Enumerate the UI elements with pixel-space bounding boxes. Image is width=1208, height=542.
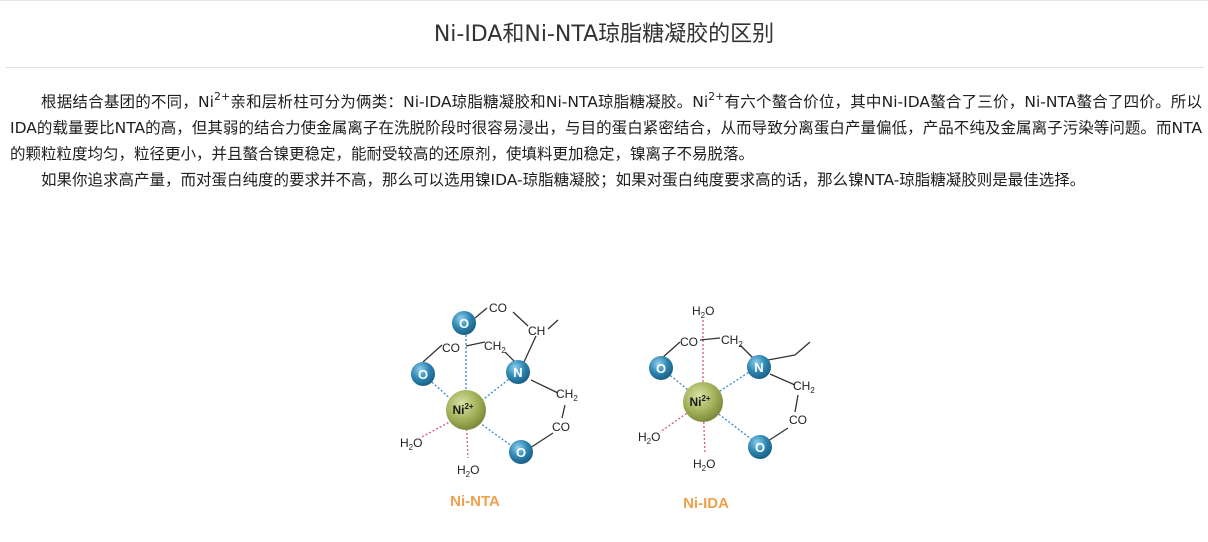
ni-nta-ch: CH: [528, 324, 545, 338]
ni-ida-ch2-top-sub: 2: [738, 340, 743, 349]
ni-ida-oxygen-left: [649, 356, 673, 380]
ni-ida-oxygen-left-label: O: [656, 361, 666, 376]
ni-nta-co-right: CO: [552, 420, 570, 434]
ni-ida-water-top-h: H: [692, 304, 701, 318]
ni-nta-water-bottom-sub: 2: [466, 470, 471, 479]
ni-ida-ch2-right: CH: [793, 379, 810, 393]
ni-nta-water-left-o: O: [413, 436, 422, 450]
svg-text:Ni2+: Ni2+: [689, 394, 710, 409]
ni-ida-skeleton: [661, 337, 811, 442]
svg-text:CO: CO: [552, 420, 570, 434]
ni-ida-water-bottom-sub: 2: [702, 464, 707, 473]
ni-ida-water-left-o: O: [651, 430, 660, 444]
ni-nta-water-left-h: H: [400, 436, 409, 450]
ni-ida-ch2-top: CH: [721, 333, 738, 347]
ni-ida-water-top-sub: 2: [701, 311, 706, 320]
page-title: Ni-IDA和Ni-NTA琼脂糖凝胶的区别: [433, 22, 775, 47]
superscript-charge-2: 2+: [708, 90, 725, 103]
ni-ida-water-left-h: H: [638, 430, 647, 444]
paragraph-2: 如果你追求高产量，而对蛋白纯度的要求并不高，那么可以选用镍IDA-琼脂糖凝胶；如…: [41, 171, 1086, 189]
article-body: 根据结合基团的不同，Ni2+亲和层析柱可分为俩类：Ni-IDA琼脂糖凝胶和Ni-…: [10, 89, 1202, 193]
ni-nta-nickel-charge: 2+: [464, 402, 473, 411]
ni-nta-oxygen-left-label: O: [418, 367, 428, 382]
ni-nta-caption: Ni-NTA: [450, 493, 500, 510]
ni-ida-nitrogen-label: N: [754, 360, 763, 375]
ni-nta-oxygen-bottom: [509, 440, 533, 464]
ni-ida-structure: H2O CO CH2 CH2 CO H2O H2O O N O Ni2+ Ni-…: [638, 304, 815, 512]
svg-text:CO: CO: [789, 413, 807, 427]
chelation-diagram: CO CH CO CH2 CH2 CO H2O H2O O O N: [400, 301, 815, 512]
svg-text:CH2: CH2: [484, 339, 506, 355]
ni-nta-water-bottom-h: H: [457, 463, 466, 477]
ni-ida-co-left: CO: [680, 335, 698, 349]
svg-text:Ni2+: Ni2+: [452, 402, 473, 417]
svg-text:CO: CO: [442, 341, 460, 355]
ni-nta-nitrogen: [506, 360, 530, 384]
ni-nta-nitrogen-label: N: [513, 365, 522, 380]
ni-ida-co-right: CO: [789, 413, 807, 427]
paragraph-1: 根据结合基团的不同，Ni2+亲和层析柱可分为俩类：Ni-IDA琼脂糖凝胶和Ni-…: [10, 89, 1202, 167]
ni-nta-nickel: [446, 390, 486, 430]
ni-nta-oxygen-left: [411, 362, 435, 386]
svg-text:H2O: H2O: [457, 463, 479, 479]
ni-ida-water-left-sub: 2: [647, 437, 652, 446]
superscript-charge-1: 2+: [213, 90, 231, 103]
ni-ida-nickel-label: Ni: [689, 395, 701, 409]
paragraph-1-part-3: 有六个螯合价位，其中Ni-IDA螯合了三价，Ni-NTA螯合了四价。所以IDA的…: [10, 93, 1202, 163]
ni-ida-nitrogen: [747, 355, 771, 379]
ni-ida-oxygen-bottom: [748, 435, 772, 459]
svg-text:H2O: H2O: [400, 436, 422, 452]
ni-ida-nickel: [683, 382, 723, 422]
ni-nta-co-left: CO: [442, 341, 460, 355]
ni-ida-nickel-charge: 2+: [701, 394, 710, 403]
ni-nta-oxygen-bottom-label: O: [516, 445, 526, 460]
ni-nta-structure: CO CH CO CH2 CH2 CO H2O H2O O O N: [400, 301, 578, 510]
ni-nta-ch2-right: CH: [556, 387, 573, 401]
ni-nta-ch2-top-sub: 2: [501, 346, 506, 355]
svg-text:CH: CH: [528, 324, 545, 338]
ni-nta-ch2-right-sub: 2: [573, 394, 578, 403]
svg-text:H2O: H2O: [693, 457, 715, 473]
svg-text:CH2: CH2: [721, 333, 743, 349]
svg-text:CH2: CH2: [793, 379, 815, 395]
ni-ida-oxygen-bottom-label: O: [755, 440, 765, 455]
ni-ida-water-bottom-h: H: [693, 457, 702, 471]
ni-nta-groups: CO CH CO CH2 CH2 CO H2O H2O: [400, 301, 578, 479]
chelation-figure: CO CH CO CH2 CH2 CO H2O H2O O O N: [390, 290, 840, 530]
svg-text:CO: CO: [680, 335, 698, 349]
ni-nta-nickel-label: Ni: [452, 403, 464, 417]
ni-ida-groups: H2O CO CH2 CH2 CO H2O H2O: [638, 304, 815, 473]
ni-nta-water-left-sub: 2: [409, 443, 414, 452]
ni-ida-water-bottom-o: O: [706, 457, 715, 471]
svg-text:H2O: H2O: [638, 430, 660, 446]
ni-nta-water-bottom-o: O: [470, 463, 479, 477]
ni-nta-oxygen-top-label: O: [459, 316, 469, 331]
ni-nta-oxygen-top: [452, 311, 476, 335]
paragraph-1-part-2: 亲和层析柱可分为俩类：Ni-IDA琼脂糖凝胶和Ni-NTA琼脂糖凝胶。Ni: [230, 93, 709, 111]
ni-ida-atoms: [649, 355, 772, 459]
ni-nta-atoms: [411, 311, 533, 464]
ni-nta-atom-labels: O O N O Ni2+: [418, 316, 526, 460]
ni-nta-co-top: CO: [489, 301, 507, 315]
ni-ida-caption: Ni-IDA: [683, 495, 729, 512]
svg-text:CH2: CH2: [556, 387, 578, 403]
ni-ida-water-top-o: O: [705, 304, 714, 318]
ni-nta-ch2-top: CH: [484, 339, 501, 353]
svg-text:CO: CO: [489, 301, 507, 315]
svg-text:H2O: H2O: [692, 304, 714, 320]
ni-nta-skeleton: [422, 307, 566, 449]
ni-ida-ch2-right-sub: 2: [810, 386, 815, 395]
title-divider: [6, 67, 1204, 68]
top-divider: [0, 0, 1208, 1]
ni-ida-atom-labels: O N O Ni2+: [656, 360, 765, 455]
paragraph-1-part-1: 根据结合基团的不同，Ni: [41, 93, 214, 111]
